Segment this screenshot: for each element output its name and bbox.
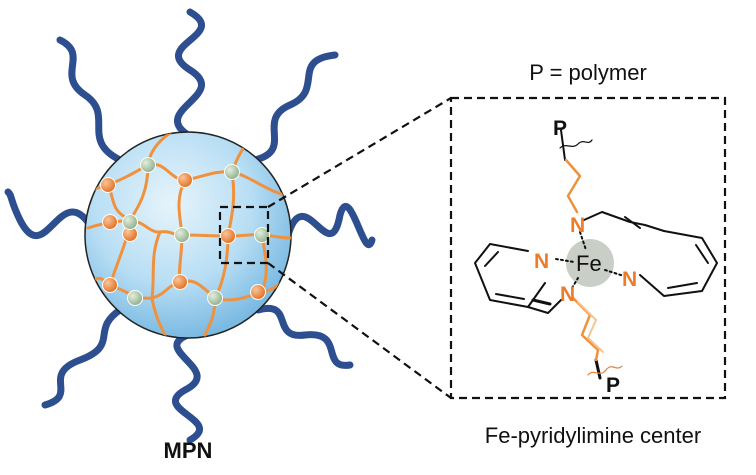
center-label: Fe-pyridylimine center (485, 423, 701, 448)
polymer-chain-bottom-left (41, 306, 124, 409)
secondary-node (224, 164, 240, 180)
secondary-node (254, 227, 270, 243)
fe-node (220, 228, 236, 244)
zoom-indicator (218, 96, 727, 400)
polymer-chain-bottom (172, 331, 203, 444)
network-nodes (100, 157, 270, 306)
polymer-symbol-bottom: P (606, 374, 620, 397)
polymer-chains (4, 8, 376, 444)
secondary-node (207, 290, 223, 306)
fe-center-circle (566, 239, 614, 287)
secondary-node (122, 214, 138, 230)
secondary-node (174, 227, 190, 243)
zoom-line-top (267, 97, 452, 208)
fe-node (172, 274, 188, 290)
nitrogen-label: N (560, 283, 575, 306)
nitrogen-label: N (534, 250, 549, 273)
fe-node (177, 172, 193, 188)
fe-pyridylimine-structure: N N N N Fe P P (474, 117, 718, 397)
fe-node (250, 284, 266, 300)
fe-node (102, 277, 118, 293)
polymer-chain-left (4, 188, 94, 239)
zoom-line-bottom (267, 262, 452, 399)
polymer-symbol-top: P (553, 117, 567, 140)
nitrogen-label: N (622, 268, 637, 291)
polymer-chain-top-left (56, 36, 124, 164)
secondary-node (140, 157, 156, 173)
particle-label: MPN (164, 438, 213, 463)
polymer-chain-top (174, 8, 205, 139)
fe-node (100, 177, 116, 193)
zoom-detail-box (449, 96, 727, 400)
polymer-chain-bottom-right (254, 304, 354, 369)
polymer-chain-top-right (251, 51, 339, 164)
secondary-node (127, 290, 143, 306)
nitrogen-label: N (570, 214, 585, 237)
polymer-definition-label: P = polymer (529, 60, 647, 85)
fe-node (102, 214, 118, 230)
polymer-chain-right (284, 203, 376, 249)
fe-label: Fe (576, 251, 602, 276)
